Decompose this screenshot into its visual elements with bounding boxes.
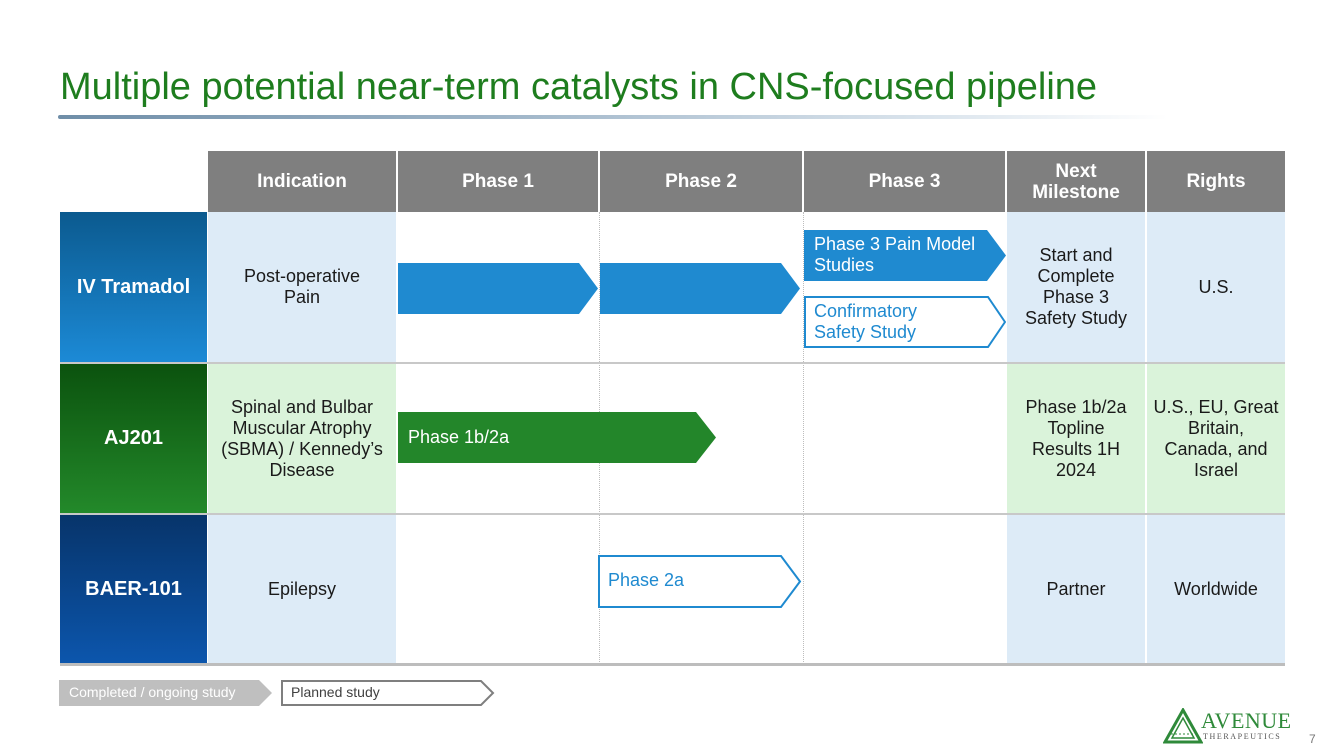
indication-cell: Post-operative Pain <box>208 212 396 362</box>
title-underline <box>58 115 1168 119</box>
logo-triangle-icon <box>1163 708 1203 744</box>
indication-cell: Spinal and Bulbar Muscular Atrophy (SBMA… <box>208 364 396 513</box>
page-number: 7 <box>1309 732 1316 746</box>
rights-cell: U.S. <box>1147 212 1285 362</box>
bar-label: Phase 3 Pain Model Studies <box>814 234 976 275</box>
legend-planned-label: Planned study <box>291 684 380 700</box>
product-label-aj201: AJ201 <box>60 364 207 513</box>
phase-divider <box>803 212 804 664</box>
header-phase3: Phase 3 <box>804 151 1005 212</box>
header-phase1: Phase 1 <box>398 151 598 212</box>
next-milestone-cell: Phase 1b/2a Topline Results 1H 2024 <box>1007 364 1145 513</box>
product-label-baer-101: BAER-101 <box>60 515 207 664</box>
legend-completed-label: Completed / ongoing study <box>69 684 236 700</box>
bar-label: Confirmatory Safety Study <box>814 301 918 342</box>
company-logo: AVENUE THERAPEUTICS <box>1163 708 1293 744</box>
phase-bar-planned: Confirmatory Safety Study <box>804 296 1006 348</box>
rights-cell: U.S., EU, Great Britain, Canada, and Isr… <box>1147 364 1285 513</box>
header-indication: Indication <box>208 151 396 212</box>
slide-title: Multiple potential near-term catalysts i… <box>60 66 1098 108</box>
logo-subtitle: THERAPEUTICS <box>1203 732 1282 741</box>
logo-wordmark: AVENUE <box>1201 708 1292 733</box>
next-milestone-cell: Start and Complete Phase 3 Safety Study <box>1007 212 1145 362</box>
legend-planned: Planned study <box>281 680 495 706</box>
row-divider <box>60 513 1285 515</box>
phase-bar-planned: Phase 2a <box>598 555 802 608</box>
product-label-iv-tramadol: IV Tramadol <box>60 212 207 362</box>
header-next-milestone: Next Milestone <box>1007 151 1145 212</box>
bar-label: Phase 2a <box>608 570 685 590</box>
phase-bar-completed: Phase 3 Pain Model Studies <box>804 230 1006 281</box>
phase-bar-completed <box>398 263 598 314</box>
phase-bar-ongoing: Phase 1b/2a <box>398 412 716 463</box>
header-phase2: Phase 2 <box>600 151 802 212</box>
row-divider <box>60 362 1285 364</box>
next-milestone-cell: Partner <box>1007 515 1145 664</box>
header-rights: Rights <box>1147 151 1285 212</box>
indication-cell: Epilepsy <box>208 515 396 664</box>
bar-label: Phase 1b/2a <box>408 427 510 447</box>
phase-bar-completed <box>600 263 800 314</box>
rights-cell: Worldwide <box>1147 515 1285 664</box>
legend-completed: Completed / ongoing study <box>59 680 272 706</box>
table-bottom-border <box>60 663 1285 666</box>
